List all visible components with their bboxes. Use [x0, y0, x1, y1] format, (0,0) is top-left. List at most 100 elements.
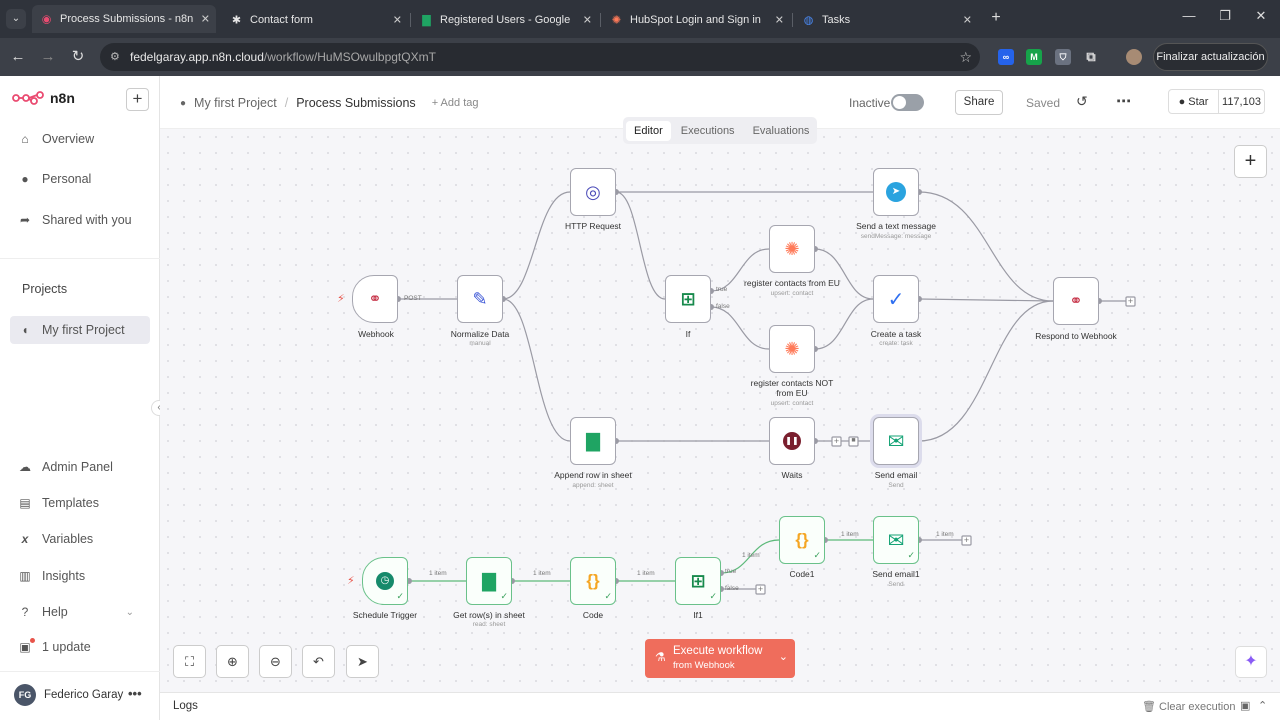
browser-tab-hubspot[interactable]: ✺ HubSpot Login and Sign in ✕ [602, 7, 790, 32]
delete-connection-icon[interactable]: ■ [851, 437, 856, 444]
share-icon: ➦ [19, 213, 31, 227]
zoom-in-icon[interactable]: ⊕ [216, 645, 249, 678]
close-icon[interactable]: ✕ [962, 14, 972, 26]
sidebar-item-personal[interactable]: ●Personal [10, 165, 150, 193]
telegram-icon: ➤ [886, 182, 906, 202]
add-node-icon[interactable]: + [1127, 296, 1134, 306]
github-star-button[interactable]: ●Star 117,103 [1168, 89, 1265, 114]
bookmark-star-icon[interactable]: ☆ [959, 49, 972, 65]
tab-executions[interactable]: Executions [680, 124, 735, 137]
site-settings-icon[interactable]: ⚙ [110, 51, 120, 63]
sidebar-item-overview[interactable]: ⌂Overview [10, 125, 150, 153]
node-send-email1[interactable]: ✉ ✓ [873, 516, 919, 564]
node-send-email[interactable]: ✉ [873, 417, 919, 465]
node-code1[interactable]: {} ✓ [779, 516, 825, 564]
sidebar-item-insights[interactable]: ▥Insights [10, 562, 150, 590]
tab-editor[interactable]: Editor [626, 120, 671, 141]
project-pin-icon: ● [180, 97, 187, 109]
forward-icon[interactable]: → [40, 48, 56, 65]
node-send-text-message[interactable]: ➤ [873, 168, 919, 216]
undo-icon[interactable]: ↶ [302, 645, 335, 678]
close-icon[interactable]: ✕ [200, 13, 210, 26]
new-tab-icon[interactable]: + [991, 9, 1001, 26]
workflow-name[interactable]: Process Submissions [296, 96, 416, 110]
logs-toggle[interactable]: Logs [173, 700, 198, 712]
back-icon[interactable]: ← [10, 48, 26, 65]
add-tag-link[interactable]: + Add tag [431, 97, 479, 109]
more-options-icon[interactable]: ••• [128, 686, 142, 701]
layout-icon[interactable]: ▣ [1240, 700, 1251, 712]
node-register-contacts-eu[interactable]: ✺ [769, 225, 815, 273]
close-icon[interactable]: ✕ [774, 14, 784, 26]
node-register-contacts-not-eu[interactable]: ✺ [769, 325, 815, 373]
node-normalize-data[interactable]: ✎ [457, 275, 503, 323]
ai-assistant-icon[interactable]: ✦ [1235, 646, 1267, 678]
extensions-puzzle-icon[interactable]: ⧉ [1086, 49, 1096, 64]
browser-tab-contact[interactable]: ✱ Contact form ✕ [222, 7, 408, 32]
pointer-tool-icon[interactable]: ➤ [346, 645, 379, 678]
tab-search-icon[interactable]: ⌄ [6, 9, 26, 29]
n8n-logo[interactable]: n8n [12, 90, 75, 106]
node-if1[interactable]: ⊞ ✓ [675, 557, 721, 605]
node-append-row[interactable]: ▇ [570, 417, 616, 465]
extension-icon[interactable]: ∞ [998, 49, 1014, 65]
sidebar-item-shared[interactable]: ➦Shared with you [10, 206, 150, 234]
add-node-icon[interactable]: + [963, 535, 970, 545]
node-subtitle: upsert: contact [770, 400, 814, 407]
browser-tab-n8n[interactable]: ◉ Process Submissions - n8n ✕ [32, 5, 216, 33]
node-schedule-trigger[interactable]: ◷ ✓ [362, 557, 408, 605]
history-icon[interactable]: ↺ [1076, 93, 1088, 109]
node-label: from EU [776, 388, 808, 398]
expand-icon[interactable]: ⌃ [1258, 700, 1268, 712]
execute-workflow-button[interactable]: ⚗ Execute workflow from Webhook ⌄ [645, 639, 795, 678]
node-get-rows[interactable]: ▇ ✓ [466, 557, 512, 605]
node-if[interactable]: ⊞ [665, 275, 711, 323]
tasks-icon: ✓ [887, 288, 905, 311]
minimize-icon[interactable]: — [1182, 8, 1196, 23]
share-button[interactable]: Share [955, 90, 1003, 115]
fit-view-icon[interactable]: ⛶ [173, 645, 206, 678]
create-button[interactable]: + [126, 88, 149, 111]
address-bar[interactable]: ⚙ fedelgaray.app.n8n.cloud/workflow/HuMS… [100, 43, 980, 71]
zoom-out-icon[interactable]: ⊖ [259, 645, 292, 678]
edge-label-false: false [716, 303, 730, 310]
reload-icon[interactable]: ↻ [71, 48, 85, 65]
profile-avatar[interactable] [1126, 49, 1142, 65]
window-close-icon[interactable]: ✕ [1255, 8, 1267, 23]
maximize-icon[interactable]: ❐ [1219, 8, 1231, 23]
shield-icon[interactable]: ⛉ [1055, 49, 1071, 65]
sidebar-item-templates[interactable]: ▤Templates [10, 489, 150, 517]
node-create-task[interactable]: ✓ [873, 275, 919, 323]
clear-execution-button[interactable]: 🗑 Clear execution [1142, 700, 1235, 713]
browser-tab-tasks[interactable]: ◍ Tasks ✕ [794, 7, 978, 32]
sidebar-item-update[interactable]: ▣1 update [10, 633, 150, 661]
node-respond-to-webhook[interactable]: ⚭ [1053, 277, 1099, 325]
activation-toggle[interactable] [891, 94, 924, 111]
webhook-icon: ⚭ [1069, 293, 1083, 310]
node-label: Normalize Data [450, 329, 510, 339]
tab-evaluations[interactable]: Evaluations [752, 124, 810, 137]
node-code[interactable]: {} ✓ [570, 557, 616, 605]
node-webhook[interactable]: ⚭ [352, 275, 398, 323]
node-http-request[interactable]: ◎ [570, 168, 616, 216]
add-node-icon[interactable]: + [833, 436, 840, 446]
browser-tab-sheets[interactable]: ▇ Registered Users - Google Shee ✕ [412, 7, 598, 32]
chevron-down-icon[interactable]: ⌄ [778, 651, 788, 663]
close-icon[interactable]: ✕ [582, 14, 592, 26]
node-waits[interactable]: ❚❚ [769, 417, 815, 465]
sidebar-item-admin-panel[interactable]: ☁Admin Panel [10, 453, 150, 481]
sidebar-item-help[interactable]: ?Help ⌄ [10, 598, 150, 626]
workflow-canvas[interactable] [160, 129, 1280, 692]
more-options-icon[interactable]: ⋯ [1116, 93, 1131, 110]
cloud-icon: ☁ [19, 460, 31, 474]
user-menu[interactable]: FG Federico Garay [14, 684, 123, 706]
browser-update-button[interactable]: Finalizar actualización [1153, 43, 1268, 71]
close-icon[interactable]: ✕ [392, 14, 402, 26]
extension-icon[interactable]: M [1026, 49, 1042, 65]
add-node-button[interactable]: + [1234, 145, 1267, 178]
sidebar-item-project[interactable]: ◖My first Project [10, 316, 150, 344]
breadcrumb-project[interactable]: My first Project [194, 96, 277, 110]
email-icon: ✉ [887, 430, 905, 453]
add-node-icon[interactable]: + [757, 584, 764, 594]
